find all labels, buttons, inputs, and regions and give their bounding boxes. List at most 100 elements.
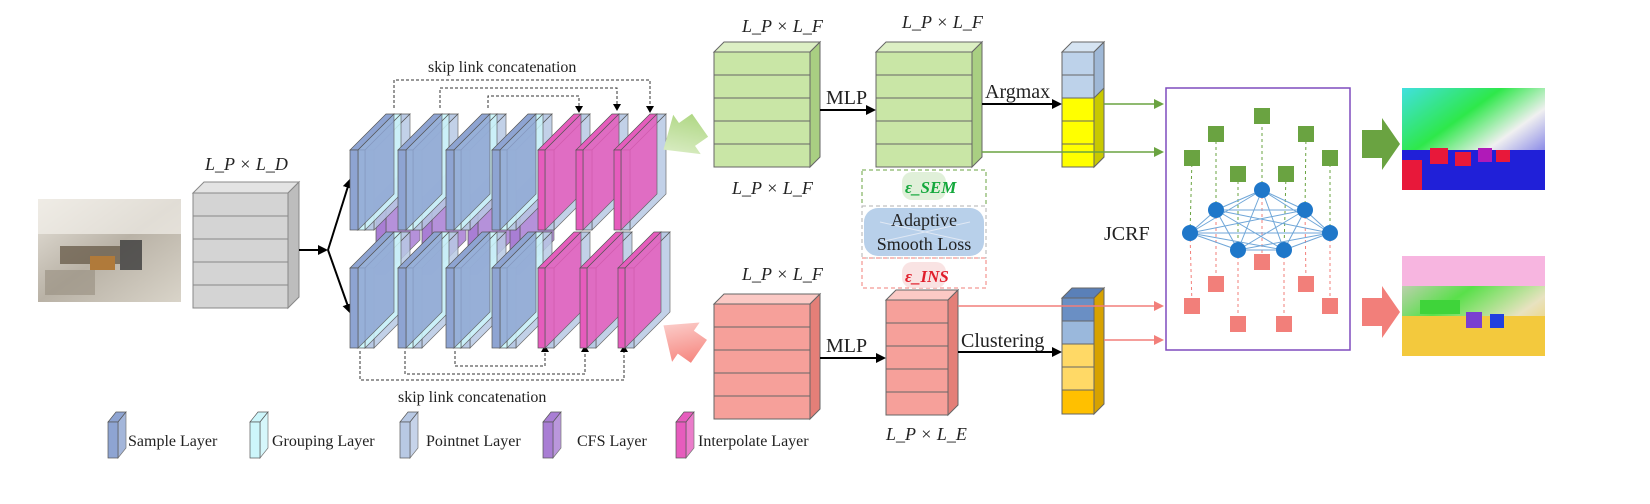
jcrf-pairwise-edge [1189, 232, 1285, 251]
arrow-to-semantic-result [1362, 118, 1400, 170]
legend-label: Interpolate Layer [698, 433, 809, 450]
jcrf-instance-node [1254, 254, 1270, 270]
legend-item: Pointnet Layer [399, 411, 521, 459]
interpolate-layer [575, 113, 620, 231]
jcrf-label: JCRF [1104, 223, 1150, 245]
skip-link-bottom-arrowheads [541, 345, 628, 352]
jcrf-semantic-node [1184, 150, 1200, 166]
jcrf-point-node [1322, 225, 1338, 241]
argmax-label: Argmax [985, 81, 1050, 103]
jcrf-instance-edge [1189, 232, 1193, 307]
interpolate-layer [537, 231, 582, 349]
arrow-to-semantic-branch [663, 113, 709, 155]
jcrf-point-node [1182, 225, 1198, 241]
jcrf-semantic-node [1322, 150, 1338, 166]
encoder-decoder-layer-stacks [349, 113, 671, 349]
mlp-top-label: MLP [826, 87, 867, 109]
jcrf-pairwise-edge [1283, 232, 1331, 251]
input-dim-label: L_P × L_D [204, 154, 288, 174]
jcrf-box [1165, 87, 1351, 351]
jcrf-semantic-node [1298, 126, 1314, 142]
jcrf-instance-node [1276, 316, 1292, 332]
jcrf-semantic-node [1230, 166, 1246, 182]
ins-loss-label: ε_INS [905, 267, 949, 286]
legend: Sample Layer Grouping Layer Pointnet Layer… [107, 411, 809, 459]
jcrf-pairwise-edge [1189, 209, 1306, 234]
argmax-output-column [1060, 40, 1106, 169]
sem-feat-bottom-label: L_P × L_F [731, 178, 814, 198]
jcrf-pairwise-edge [1189, 189, 1263, 234]
legend-label: Grouping Layer [272, 433, 375, 450]
instance-feature-block [712, 292, 822, 421]
interpolate-layer [537, 113, 582, 231]
jcrf-pairwise-edge [1189, 232, 1239, 251]
jcrf-semantic-edge [1304, 133, 1307, 211]
jcrf-point-node [1254, 182, 1270, 198]
jcrf-point-node [1297, 202, 1313, 218]
cluster-output-column [1060, 286, 1106, 416]
split-arrows [299, 178, 353, 314]
jcrf-instance-node [1184, 298, 1200, 314]
jcrf-point-node [1230, 242, 1246, 258]
jcrf-pairwise-edge [1215, 209, 1331, 234]
jcrf-instance-node [1298, 276, 1314, 292]
jcrf-semantic-node [1254, 108, 1270, 124]
clustering-label: Clustering [961, 330, 1044, 352]
semantic-feature-block [712, 40, 822, 169]
jcrf-pairwise-edge [1215, 189, 1263, 211]
sample-layer [491, 231, 537, 349]
jcrf-instance-node [1230, 316, 1246, 332]
loss-box [861, 169, 987, 289]
legend-item: CFS Layer [542, 411, 647, 459]
sample-layer [445, 113, 491, 231]
arrow-to-instance-branch [663, 322, 707, 363]
jcrf-pairwise-edge [1261, 189, 1285, 251]
legend-label: Sample Layer [128, 433, 218, 450]
sample-layer [349, 113, 395, 231]
legend-item: Sample Layer [107, 411, 218, 459]
jcrf-point-node [1276, 242, 1292, 258]
legend-label: CFS Layer [577, 433, 647, 450]
sem-feat-top-label: L_P × L_F [741, 16, 824, 36]
jcrf-instance-edge [1304, 209, 1307, 285]
jcrf-semantic-edge [1283, 173, 1287, 251]
jcrf-point-node [1208, 202, 1224, 218]
sem-out-top-label: L_P × L_F [901, 12, 984, 32]
mlp-bottom-label: MLP [826, 335, 867, 357]
jcrf-semantic-node [1208, 126, 1224, 142]
jcrf-instance-node [1322, 298, 1338, 314]
connections-to-jcrf [958, 99, 1164, 345]
instance-result-image [1402, 256, 1545, 356]
interpolate-layer [617, 231, 662, 349]
jcrf-instance-node [1208, 276, 1224, 292]
sample-layer [397, 231, 443, 349]
sample-layer [445, 231, 491, 349]
legend-item: Interpolate Layer [675, 411, 809, 459]
smooth-loss-line2: Smooth Loss [877, 234, 972, 254]
jcrf-semantic-edge [1189, 157, 1193, 234]
skip-link-bottom-lines [359, 351, 625, 381]
sample-layer [397, 113, 443, 231]
input-point-cloud-image [38, 199, 181, 302]
ins-feat-top-label: L_P × L_F [741, 264, 824, 284]
sem-loss-label: ε_SEM [905, 178, 957, 197]
smooth-loss-line1: Adaptive [891, 210, 957, 230]
skip-link-top-lines [393, 79, 651, 108]
arrow-to-instance-result [1362, 286, 1400, 338]
legend-item: Grouping Layer [249, 411, 375, 459]
legend-label: Pointnet Layer [426, 433, 521, 450]
input-feature-block [191, 180, 301, 310]
ins-out-bottom-label: L_P × L_E [885, 424, 967, 444]
semantic-output-block [874, 40, 984, 169]
skip-link-top-label: skip link concatenation [428, 59, 576, 76]
jcrf-pairwise-edge [1237, 232, 1331, 251]
sample-layer [491, 113, 537, 231]
jcrf-pairwise-edge [1237, 189, 1263, 251]
semantic-result-image [1402, 88, 1545, 190]
jcrf-semantic-node [1278, 166, 1294, 182]
jcrf-graph [1182, 108, 1338, 332]
skip-link-top-arrowheads [575, 104, 654, 113]
interpolate-layer [613, 113, 658, 231]
instance-embedding-block [884, 288, 960, 417]
